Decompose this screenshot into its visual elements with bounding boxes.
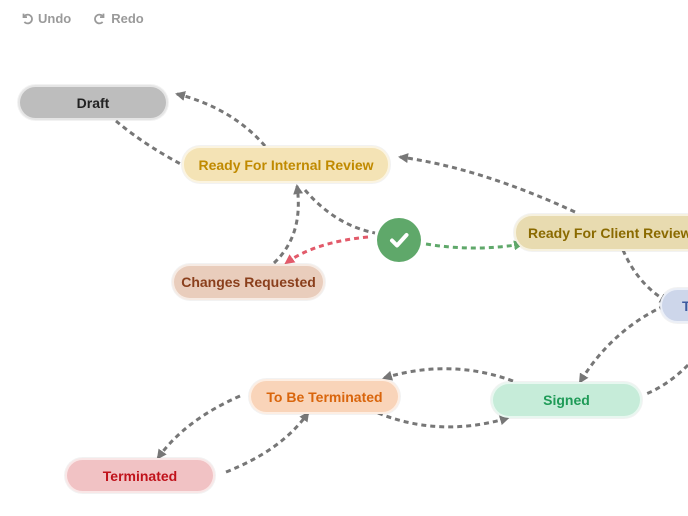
approve-node[interactable] [377, 218, 421, 262]
edge-tbt-to-terminated [156, 394, 241, 460]
redo-button[interactable]: Redo [93, 11, 144, 26]
state-partial-t-label: T [682, 298, 688, 314]
undo-label: Undo [38, 10, 72, 26]
state-terminated[interactable]: Terminated [65, 458, 215, 493]
edge-t-area-to-signed [645, 363, 688, 396]
state-terminated-label: Terminated [102, 467, 178, 484]
state-draft[interactable]: Draft [18, 85, 168, 120]
state-ready-for-internal-review-label: Ready For Internal Review [198, 156, 374, 173]
edge-internal-to-draft [175, 91, 267, 147]
state-ready-for-client-review-label: Ready For Client Review [528, 224, 688, 241]
check-icon [390, 233, 409, 248]
undo-icon [22, 13, 33, 25]
state-ready-for-internal-review[interactable]: Ready For Internal Review [182, 146, 390, 183]
edge-client-to-t [621, 249, 670, 304]
state-changes-requested[interactable]: Changes Requested [172, 264, 325, 300]
undo-button[interactable]: Undo [20, 11, 71, 26]
edge-tbt-to-signed [377, 411, 510, 429]
edge-approve-to-client [425, 240, 524, 251]
state-signed[interactable]: Signed [491, 382, 642, 418]
toolbar: Undo Redo [20, 7, 144, 29]
redo-icon [94, 13, 105, 25]
edge-t-to-signed [578, 304, 665, 384]
edge-internal-to-approve [303, 189, 376, 235]
state-signed-label: Signed [543, 392, 590, 408]
state-changes-requested-label: Changes Requested [181, 274, 316, 290]
state-to-be-terminated-label: To Be Terminated [266, 388, 383, 405]
redo-label: Redo [111, 10, 144, 26]
state-draft-label: Draft [76, 94, 110, 111]
edge-approve-to-changes [284, 235, 369, 265]
state-partial-t[interactable]: T [660, 288, 688, 323]
state-to-be-terminated[interactable]: To Be Terminated [249, 379, 400, 414]
edge-client-to-internal [398, 153, 576, 214]
edge-changes-to-internal [272, 184, 304, 265]
edge-signed-to-tbt [382, 367, 514, 383]
state-ready-for-client-review[interactable]: Ready For Client Review [514, 214, 688, 251]
edge-terminated-to-tbt [225, 411, 310, 474]
